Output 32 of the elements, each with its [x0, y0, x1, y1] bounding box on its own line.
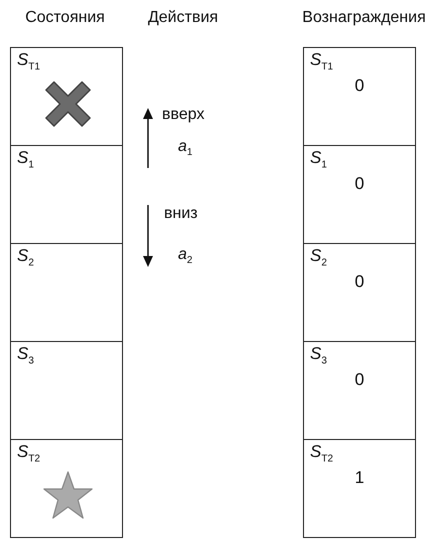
reward-value: 0: [354, 174, 364, 194]
action-symbol: a$_{2}$: [178, 246, 192, 263]
state-label: S$_{T2}$: [310, 442, 334, 466]
reward-value: 0: [354, 272, 364, 292]
state-label: S$_{T1}$: [17, 50, 40, 74]
state-label: S$_{2}$: [17, 246, 34, 270]
state-cell: [10, 243, 123, 342]
state-label: S$_{T1}$: [310, 50, 334, 74]
column-heading: Действия: [148, 9, 218, 26]
reward-cell: [303, 341, 416, 440]
action-label: вверх: [162, 106, 204, 123]
reward-cell: [303, 439, 416, 538]
state-cell: [10, 145, 123, 244]
state-label: S$_{3}$: [17, 344, 34, 368]
action-symbol: a$_{1}$: [178, 138, 192, 155]
reward-value: 0: [354, 76, 364, 96]
action-label: вниз: [164, 205, 198, 222]
state-label: S$_{T2}$: [17, 442, 40, 466]
reward-cell: [303, 243, 416, 342]
state-label: S$_{1}$: [310, 148, 327, 172]
state-label: S$_{1}$: [17, 148, 34, 172]
column-heading: Вознаграждения: [302, 9, 426, 26]
reward-cell: [303, 145, 416, 244]
state-label: S$_{2}$: [310, 246, 327, 270]
state-cell: [10, 439, 123, 538]
state-label: S$_{3}$: [310, 344, 327, 368]
state-cell: [10, 341, 123, 440]
reward-value: 1: [354, 468, 364, 488]
reward-value: 0: [354, 370, 364, 390]
reward-cell: [303, 47, 416, 146]
state-cell: [10, 47, 123, 146]
column-heading: Состояния: [25, 9, 105, 26]
